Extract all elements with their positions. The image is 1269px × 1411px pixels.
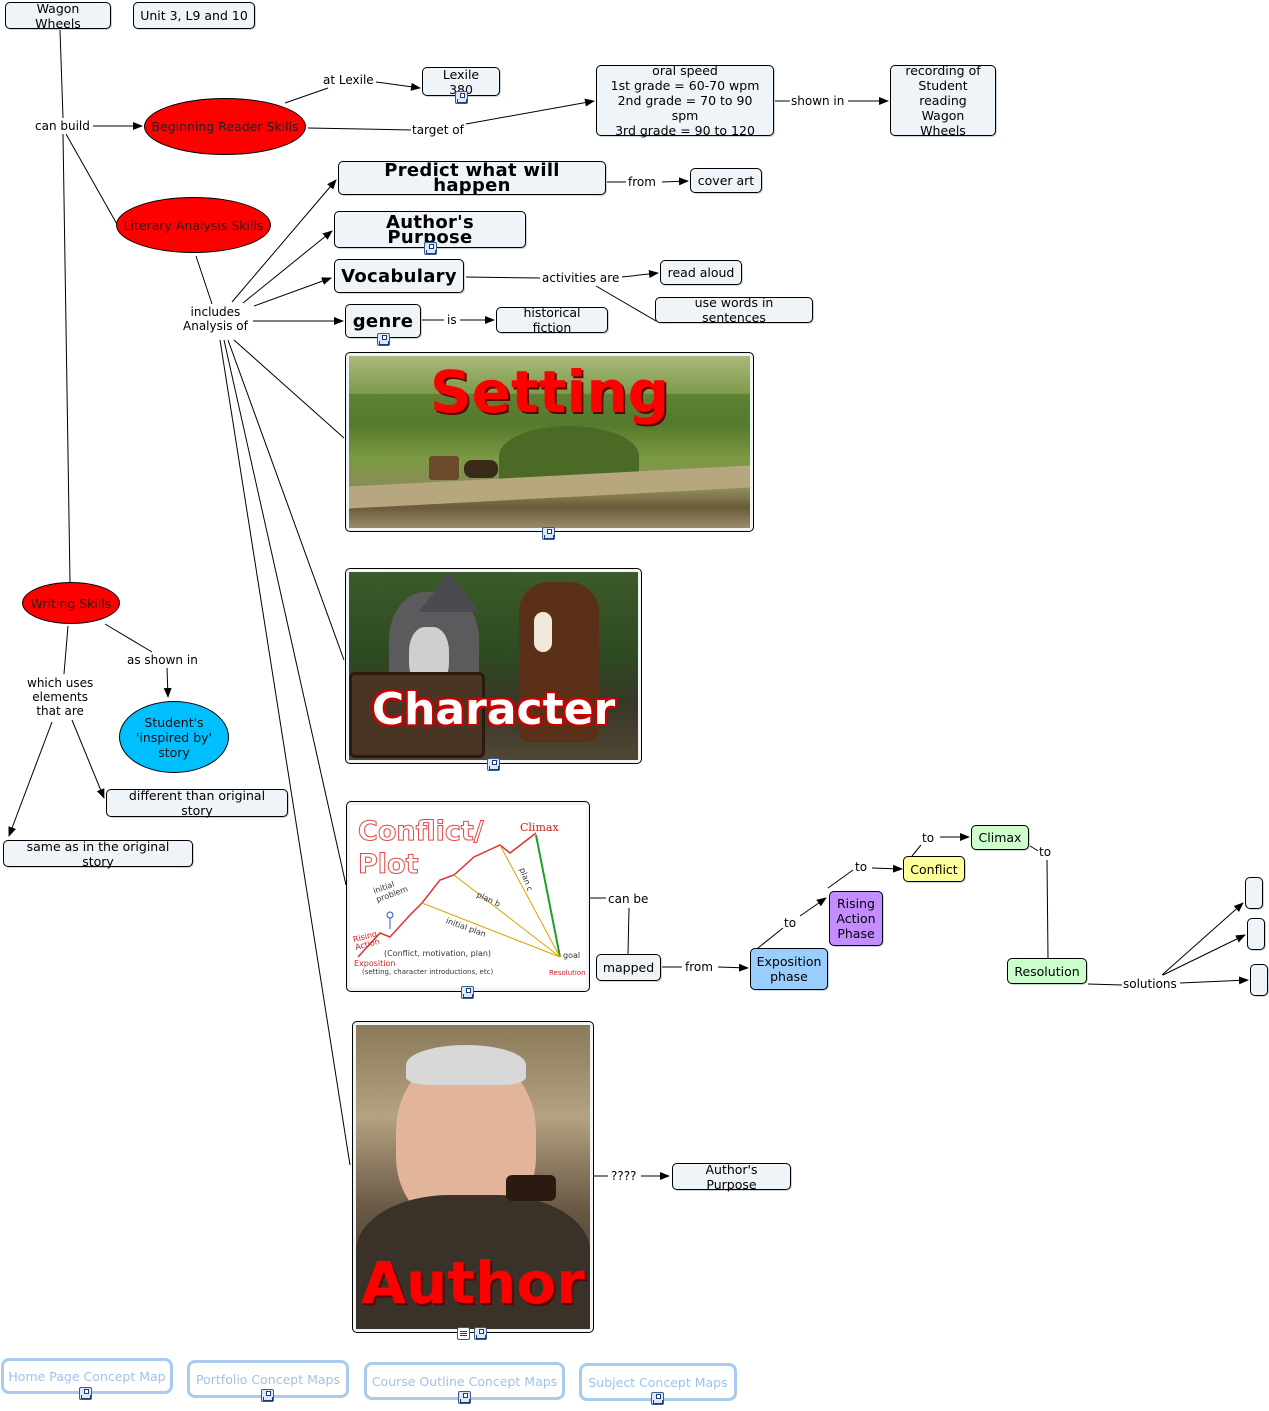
literary-analysis-skills-node[interactable]: Literary Analysis Skills: [116, 197, 271, 253]
link-to-resolution: to: [1038, 845, 1053, 859]
plot-image-node[interactable]: Conflict/ Plot Climax initial problem pl…: [346, 801, 590, 992]
cover-art-node[interactable]: cover art: [690, 168, 762, 193]
plot-lines: [357, 832, 561, 958]
plot-exposition-label: Exposition: [354, 959, 396, 968]
submap-icon[interactable]: [424, 242, 437, 255]
oral-speed-node[interactable]: oral speed 1st grade = 60-70 wpm 2nd gra…: [596, 63, 774, 138]
link-to-climax: to: [921, 831, 936, 845]
plot-exposition-note: (setting, character introductions, etc): [362, 968, 494, 976]
mapped-node[interactable]: mapped: [596, 954, 661, 981]
read-aloud-node[interactable]: read aloud: [660, 260, 742, 285]
wagon-wheels-node[interactable]: Wagon Wheels: [5, 1, 111, 31]
author-image-node[interactable]: Author: [352, 1021, 594, 1333]
character-image-node[interactable]: Character: [345, 568, 642, 764]
link-to-rising: to: [783, 916, 798, 930]
authors-purpose-node[interactable]: Author's Purpose: [334, 211, 526, 248]
conflict-node[interactable]: Conflict: [903, 856, 965, 882]
subject-concept-maps-link[interactable]: Subject Concept Maps: [579, 1363, 737, 1401]
link-target-of: target of: [411, 123, 465, 137]
plot-climax-label: Climax: [520, 821, 559, 834]
character-image: Character: [349, 572, 638, 760]
use-words-node[interactable]: use words in sentences: [655, 295, 813, 325]
submap-icon[interactable]: [79, 1387, 92, 1400]
plot-goal-label: goal: [563, 951, 581, 960]
plot-resolution-label: Resolution: [549, 969, 586, 977]
historical-fiction-node[interactable]: historical fiction: [496, 305, 608, 335]
link-solutions: solutions: [1122, 977, 1178, 991]
unit-node[interactable]: Unit 3, L9 and 10: [133, 2, 255, 29]
link-can-be: can be: [607, 892, 650, 906]
vocabulary-node[interactable]: Vocabulary: [334, 259, 464, 293]
writing-skills-node[interactable]: Writing Skills: [22, 582, 120, 624]
author-title: Author: [361, 1249, 585, 1317]
setting-image-node[interactable]: Setting: [345, 352, 754, 532]
link-question-marks: ????: [610, 1169, 638, 1183]
empty-solution-node[interactable]: [1247, 918, 1265, 950]
document-icon[interactable]: [457, 1327, 470, 1340]
link-from-mapped: from: [684, 960, 714, 974]
submap-icon[interactable]: [458, 1391, 471, 1404]
recording-node[interactable]: recording of Student reading Wagon Wheel…: [890, 63, 996, 138]
submap-icon[interactable]: [542, 527, 555, 540]
beginning-reader-skills-node[interactable]: Beginning Reader Skills: [144, 98, 306, 155]
link-as-shown-in: as shown in: [126, 653, 199, 667]
submap-icon[interactable]: [651, 1392, 664, 1405]
submap-icon[interactable]: [455, 91, 468, 104]
predict-node[interactable]: Predict what will happen: [338, 161, 606, 195]
link-which-uses-elements: which uses elements that are: [26, 676, 95, 718]
students-story-node[interactable]: Student's 'inspired by' story: [119, 701, 229, 773]
link-activities-are: activities are: [541, 271, 621, 285]
link-to-conflict: to: [854, 860, 869, 874]
different-story-node[interactable]: different than original story: [106, 788, 288, 818]
plot-conflict-note: (Conflict, motivation, plan): [384, 949, 492, 958]
link-at-lexile: at Lexile: [322, 73, 375, 87]
author-image: Author: [356, 1025, 590, 1329]
link-from: from: [627, 175, 657, 189]
link-shown-in: shown in: [790, 94, 846, 108]
empty-solution-node[interactable]: [1245, 877, 1263, 909]
climax-node[interactable]: Climax: [971, 825, 1029, 850]
submap-icon[interactable]: [461, 986, 474, 999]
setting-image: Setting: [349, 356, 750, 528]
empty-solution-node[interactable]: [1250, 964, 1268, 996]
same-story-node[interactable]: same as in the original story: [3, 839, 193, 869]
character-title: Character: [371, 684, 616, 735]
rising-action-node[interactable]: Rising Action Phase: [829, 891, 883, 946]
submap-icon[interactable]: [474, 1327, 487, 1340]
link-is: is: [446, 313, 458, 327]
authors-purpose-small-node[interactable]: Author's Purpose: [672, 1162, 791, 1192]
home-page-concept-map-link[interactable]: Home Page Concept Map: [1, 1358, 173, 1394]
link-includes-analysis-of: includes Analysis of: [182, 305, 249, 333]
plot-title: Conflict/ Plot: [358, 816, 485, 881]
setting-title: Setting: [429, 358, 670, 426]
submap-icon[interactable]: [261, 1389, 274, 1402]
exposition-phase-node[interactable]: Exposition phase: [750, 948, 828, 990]
link-can-build: can build: [34, 119, 91, 133]
submap-icon[interactable]: [487, 758, 500, 771]
plot-diagram-image: Conflict/ Plot Climax initial problem pl…: [350, 805, 586, 988]
resolution-node[interactable]: Resolution: [1007, 958, 1087, 984]
submap-icon[interactable]: [377, 333, 390, 346]
